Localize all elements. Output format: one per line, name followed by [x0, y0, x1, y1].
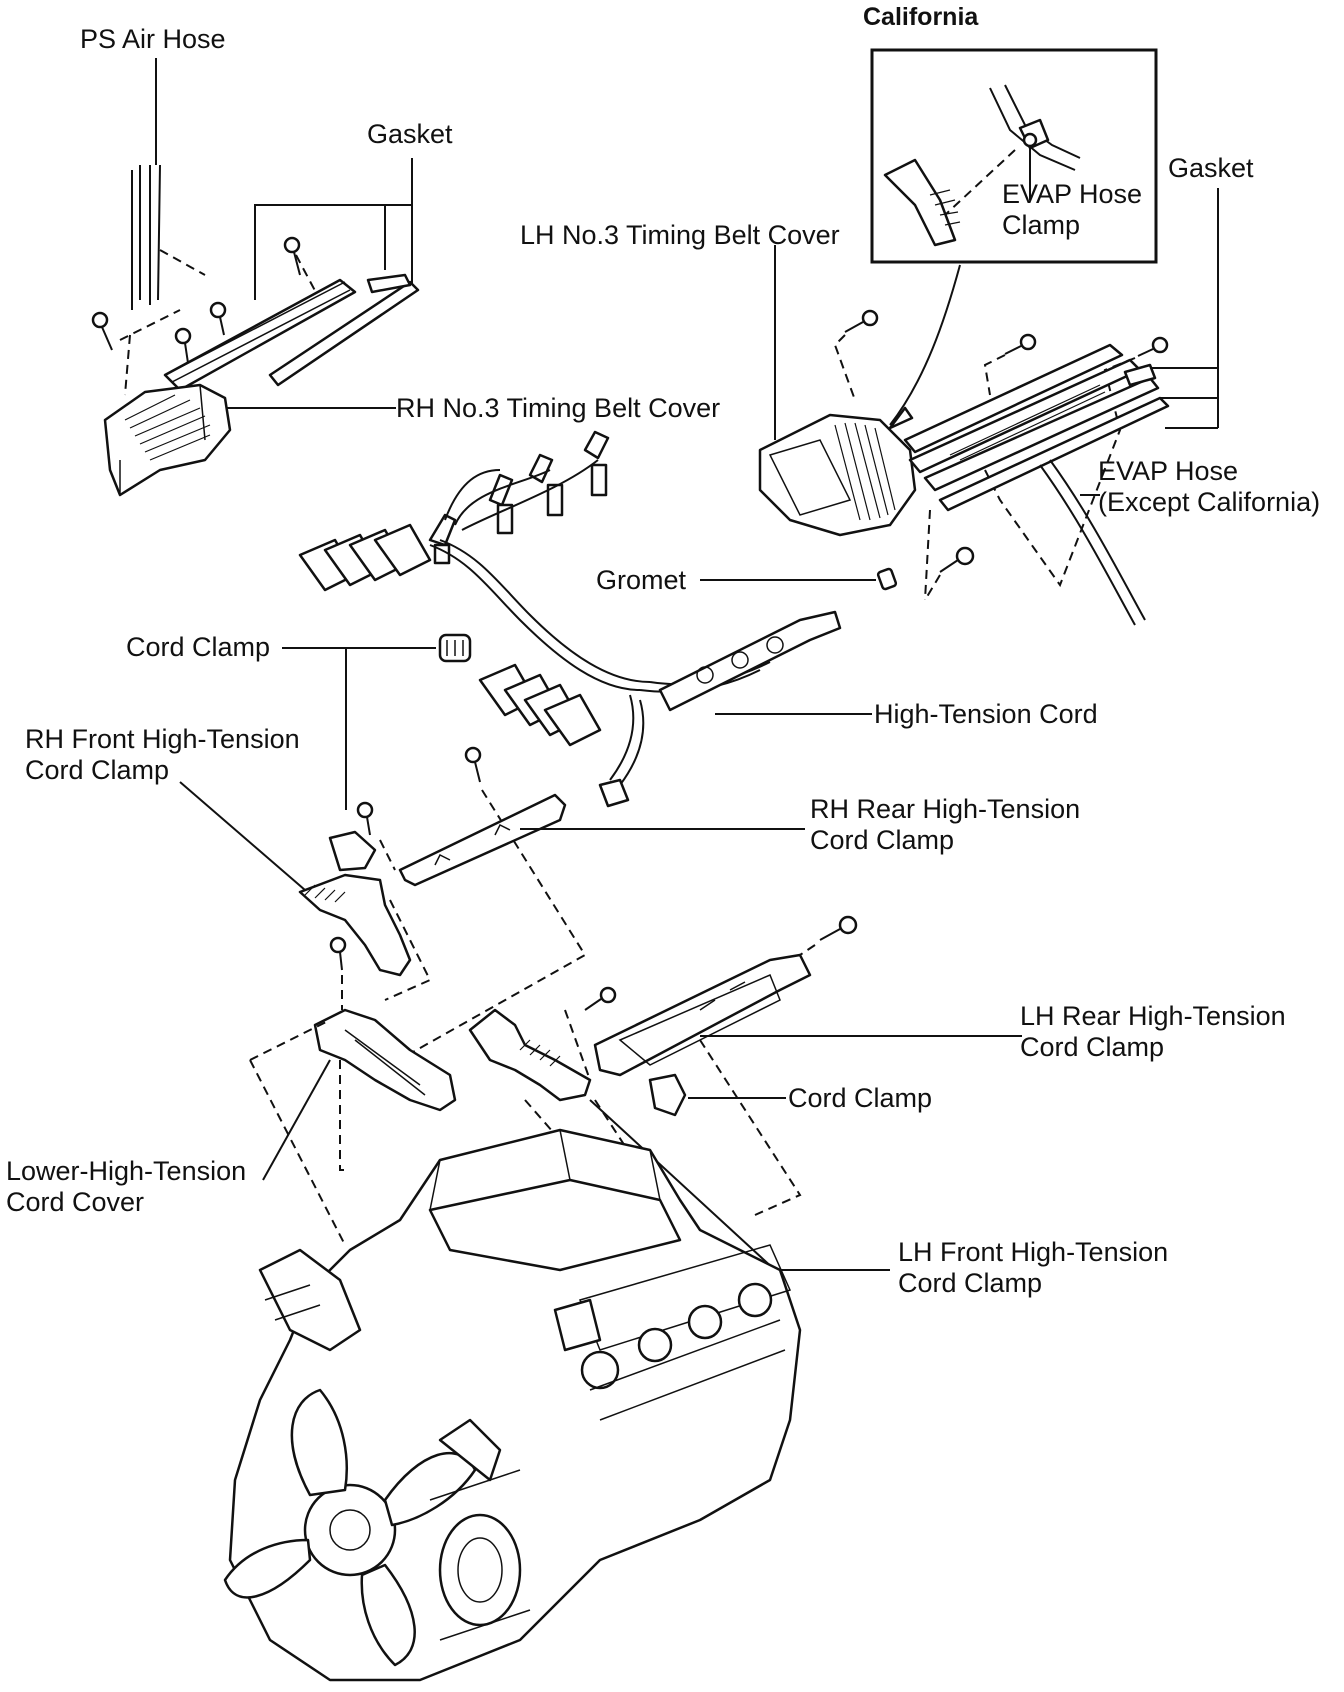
label-evap-hose-line2: (Except California) [1098, 487, 1320, 517]
label-rh-front-clamp-line1: RH Front High-Tension [25, 724, 300, 754]
bolt [819, 915, 858, 941]
label-gasket-left: Gasket [367, 119, 453, 149]
label-rh-no3-timing-belt-cover: RH No.3 Timing Belt Cover [396, 393, 720, 423]
rh-no3-timing-belt-cover [103, 383, 232, 497]
label-evap-hose-line1: EVAP Hose [1098, 456, 1238, 486]
cord-clamp-bottom [648, 1073, 786, 1117]
rh-rear-clamp-group [389, 746, 805, 1066]
high-tension-cord-group [298, 430, 872, 808]
label-california: California [863, 3, 979, 31]
rh-front-high-tension-cord-clamp [298, 873, 412, 977]
label-lh-rear-clamp-line2: Cord Clamp [1020, 1032, 1164, 1062]
rh-front-clamp-group [179, 781, 432, 1010]
california-inset [870, 48, 1158, 430]
bolt [939, 546, 975, 573]
engine-block [223, 1128, 802, 1682]
rh-cover-strip [163, 278, 357, 392]
label-high-tension-cord: High-Tension Cord [874, 699, 1098, 729]
label-rh-rear-clamp-line2: Cord Clamp [810, 825, 954, 855]
label-lh-no3-timing-belt-cover: LH No.3 Timing Belt Cover [520, 220, 840, 250]
label-evap-hose-clamp-line2: Clamp [1002, 210, 1080, 240]
lh-rear-high-tension-cord-clamp [593, 953, 812, 1077]
bolt [584, 986, 617, 1011]
gasket-strip-left [268, 280, 420, 387]
label-lh-rear-clamp-line1: LH Rear High-Tension [1020, 1001, 1286, 1031]
cooling-fan [223, 1388, 477, 1667]
ps-air-hose [131, 164, 161, 310]
bolt [283, 236, 301, 276]
label-evap-hose-clamp-line1: EVAP Hose [1002, 179, 1142, 209]
plug-boot [488, 473, 514, 535]
cord-holder-rail [658, 610, 842, 712]
evap-hose-except-california [1039, 459, 1146, 626]
bolt [1137, 336, 1169, 357]
inset-arrow [889, 264, 961, 426]
rh-rear-high-tension-cord-clamp [398, 793, 567, 887]
bolt [91, 311, 113, 351]
label-rh-front-clamp-line2: Cord Clamp [25, 755, 169, 785]
rh-timing-belt-cover-group [91, 58, 420, 497]
label-gromet: Gromet [596, 565, 687, 595]
gasket-small-right [1123, 363, 1157, 387]
label-cord-clamp-bottom: Cord Clamp [788, 1083, 932, 1113]
bolt [209, 301, 227, 336]
label-ps-air-hose: PS Air Hose [80, 24, 226, 54]
lower-cover-group [249, 1008, 457, 1246]
label-lower-cover-line2: Cord Cover [6, 1187, 144, 1217]
bolt [464, 746, 482, 783]
label-rh-rear-clamp-line1: RH Rear High-Tension [810, 794, 1080, 824]
lh-rear-clamp-group [593, 915, 1022, 1216]
lh-cover-text-band [949, 384, 1106, 461]
bolt [844, 309, 879, 333]
label-lh-front-clamp-line1: LH Front High-Tension [898, 1237, 1168, 1267]
lh-timing-belt-cover-group [700, 188, 1219, 626]
plug-boot [583, 430, 610, 497]
bolt [356, 801, 374, 836]
cord-clamp-top [282, 633, 472, 810]
california-inset-frame [870, 48, 1158, 264]
bolt [329, 936, 347, 971]
label-lower-cover-line1: Lower-High-Tension [6, 1156, 246, 1186]
gasket-small-left [366, 273, 412, 294]
bolt [174, 327, 192, 364]
bolt [1004, 333, 1037, 355]
label-gasket-right: Gasket [1168, 153, 1254, 183]
label-cord-clamp-top: Cord Clamp [126, 632, 270, 662]
label-lh-front-clamp-line2: Cord Clamp [898, 1268, 1042, 1298]
gromet [876, 567, 898, 591]
